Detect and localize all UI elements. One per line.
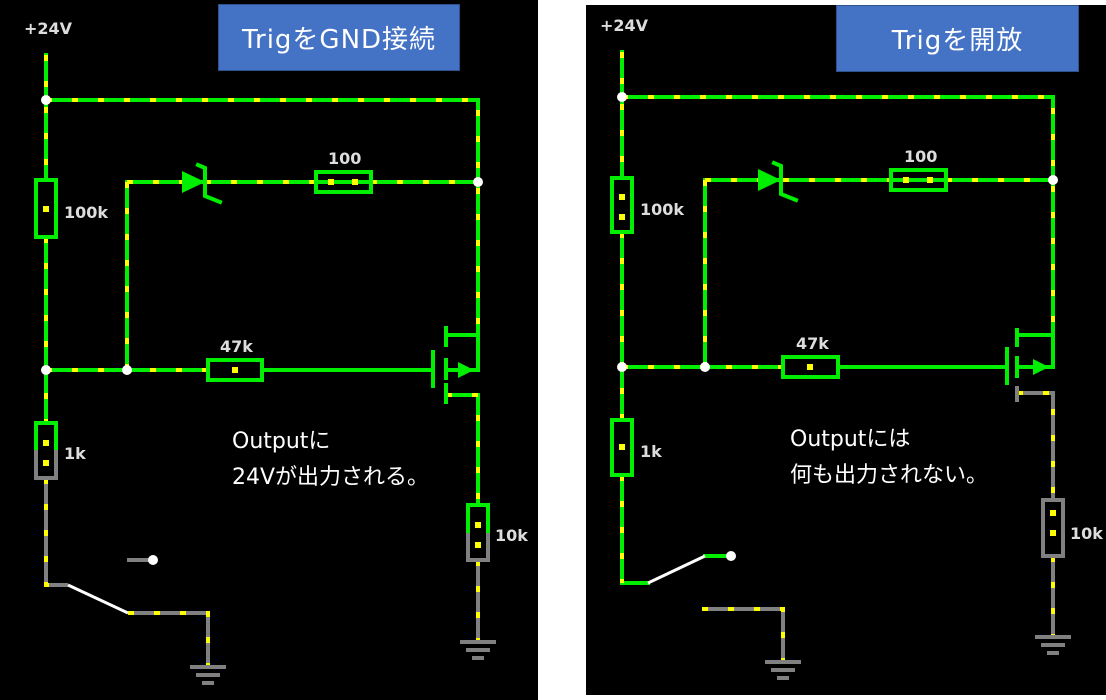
resistor-47k: 47k (206, 337, 264, 382)
circuit-panel-trig-open: +24V 100 100k 47k (586, 5, 1106, 695)
resistor-10k: 10k (1041, 498, 1103, 558)
zener-diode-icon (182, 162, 223, 205)
output-note-line2: 24Vが出力される。 (232, 465, 429, 490)
banner-trig-gnd: TrigをGND接続 (218, 4, 460, 71)
resistor-10k: 10k (466, 503, 528, 562)
zener-diode-icon (758, 160, 799, 203)
svg-text:100: 100 (904, 147, 937, 166)
inactive-wires (44, 478, 480, 665)
svg-text:100k: 100k (64, 203, 108, 222)
mosfet-icon (1005, 328, 1049, 402)
svg-text:1k: 1k (64, 444, 86, 463)
resistor-47k: 47k (781, 334, 840, 379)
banner-trig-open: Trigを開放 (836, 5, 1079, 72)
circuit-schematic: +24V 100 100k 47k (600, 16, 1103, 680)
svg-text:100k: 100k (640, 200, 684, 219)
ground-icon (190, 640, 496, 685)
resistor-100: 100 (889, 147, 948, 192)
output-note-line1: Outputには (790, 427, 910, 452)
resistor-100k: 100k (610, 176, 684, 234)
junction-nodes (617, 92, 1058, 372)
resistor-1k: 1k (34, 421, 86, 480)
resistor-100k: 100k (34, 178, 108, 239)
circuit-schematic: +24V 100 100k 47k (24, 19, 528, 685)
resistor-1k: 1k (610, 418, 662, 477)
ground-icon (765, 635, 1071, 680)
mosfet-icon (431, 326, 474, 404)
circuit-panel-trig-gnd: +24V 100 100k 47k (0, 0, 538, 700)
svg-text:10k: 10k (1070, 524, 1103, 543)
output-note-line2: 何も出力されない。 (790, 463, 988, 488)
trig-switch-closed[interactable] (67, 555, 158, 615)
svg-text:47k: 47k (796, 334, 829, 353)
inactive-wires (702, 391, 1055, 660)
svg-text:1k: 1k (640, 442, 662, 461)
active-wires (620, 50, 1055, 585)
svg-text:47k: 47k (220, 337, 253, 356)
output-note-line1: Outputに (232, 429, 330, 454)
supply-label: +24V (24, 19, 73, 38)
supply-label: +24V (600, 16, 649, 35)
resistor-100: 100 (314, 149, 373, 194)
svg-text:100: 100 (328, 149, 361, 168)
svg-text:10k: 10k (495, 526, 528, 545)
trig-switch-open[interactable] (647, 551, 736, 585)
junction-nodes (41, 95, 483, 375)
